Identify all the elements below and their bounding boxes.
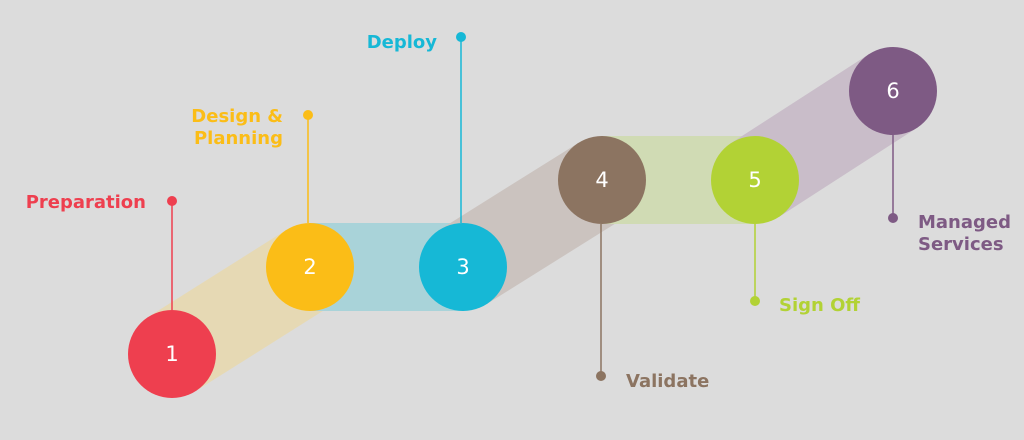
step-circle-3 [419,223,507,311]
step-label-6-line-2: Services [918,234,1004,255]
step-label-1-line-1: Preparation [26,192,146,213]
leader-dot-4 [596,371,606,381]
step-circle-4 [558,136,646,224]
step-label-4-line-1: Validate [626,371,709,392]
step-nodes: 1 2 3 4 5 6 [128,47,937,398]
step-circle-1 [128,310,216,398]
step-labels: Preparation Design &Planning DeployValidat… [26,32,1011,392]
step-circle-5 [711,136,799,224]
step-circle-2 [266,223,354,311]
step-label-6-line-1: Managed [918,212,1011,233]
step-number-2: 2 [303,255,316,279]
step-number-6: 6 [886,79,899,103]
leader-dot-3 [456,32,466,42]
label-leader-lines [167,32,898,381]
connector-band-2-3 [310,223,463,311]
step-label-5: Sign Off [779,295,860,316]
step-number-4: 4 [595,168,608,192]
leader-dot-1 [167,196,177,206]
step-number-3: 3 [456,255,469,279]
leader-dot-6 [888,213,898,223]
step-circle-6 [849,47,937,135]
step-label-2: Design &Planning [191,106,283,149]
step-label-1: Preparation [26,192,146,213]
step-label-3: Deploy [367,32,438,53]
step-number-1: 1 [165,342,178,366]
connector-bands [148,54,917,392]
step-label-2-line-1: Design & [191,106,283,127]
connector-band-4-5 [602,136,755,224]
step-label-2-line-2: Planning [194,128,283,149]
step-label-3-line-1: Deploy [367,32,438,53]
leader-dot-2 [303,110,313,120]
leader-dot-5 [750,296,760,306]
step-label-5-line-1: Sign Off [779,295,860,316]
step-number-5: 5 [748,168,761,192]
step-label-4: Validate [626,371,709,392]
